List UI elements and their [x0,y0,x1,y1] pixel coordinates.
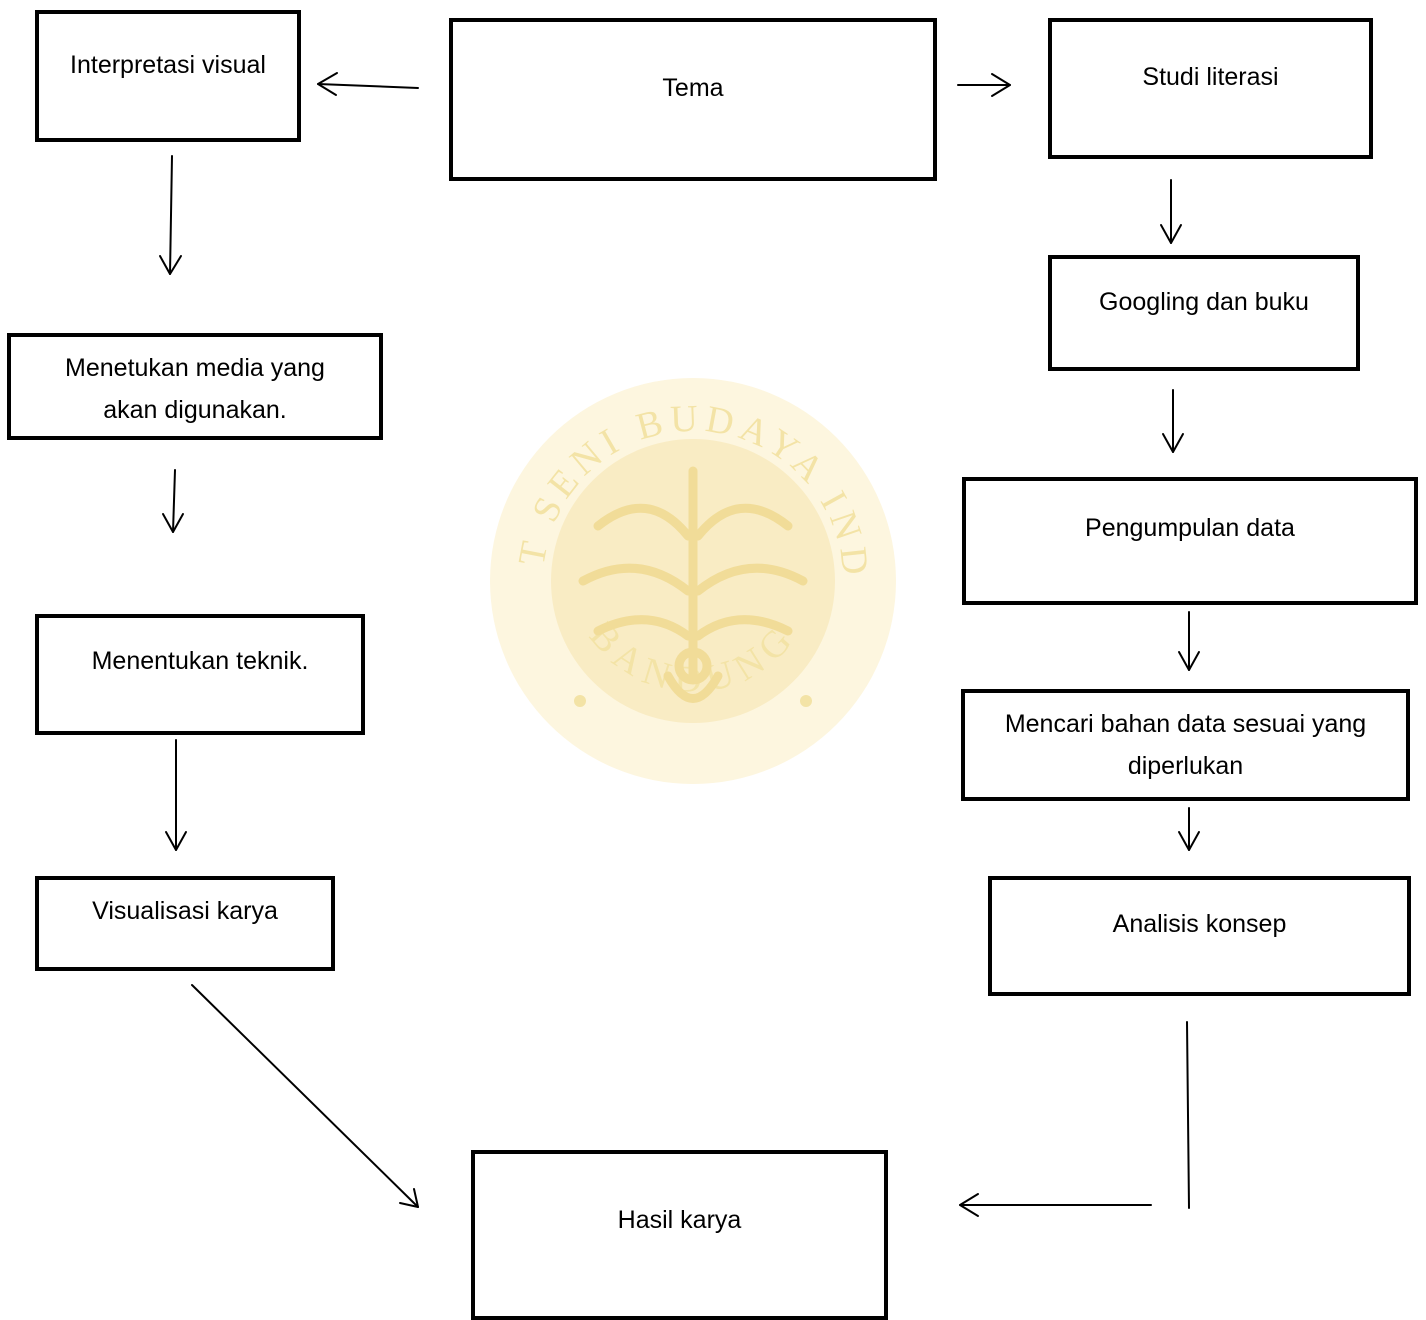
arrow-visualisasi-to-hasil [191,984,419,1208]
arrow-pengumpulan-to-mencari [1178,611,1200,671]
arrow-tema-to-interpretasi [317,72,419,96]
box-visualisasi-karya: Visualisasi karya [35,876,335,971]
box-visualisasi-karya-label: Visualisasi karya [92,897,278,925]
box-tema-label: Tema [662,74,724,102]
box-studi-literasi-label: Studi literasi [1142,63,1279,91]
box-pengumpulan-data: Pengumpulan data [962,477,1418,605]
box-menentukan-teknik-label: Menentukan teknik. [91,647,309,675]
box-menetukan-media: Menetukan media yang akan digunakan. [7,333,383,440]
arrow-mencari-to-analisis [1178,807,1200,851]
box-mencari-bahan-data: Mencari bahan data sesuai yang diperluka… [961,689,1410,801]
box-menentukan-teknik: Menentukan teknik. [35,614,365,735]
box-interpretasi-visual: Interpretasi visual [35,10,301,142]
box-analisis-konsep-label: Analisis konsep [1112,910,1287,938]
arrow-tema-to-studi [957,73,1011,97]
box-tema: Tema [449,18,937,181]
box-analisis-konsep: Analisis konsep [988,876,1411,996]
arrow-interpretasi-to-media [159,155,182,275]
box-hasil-karya-label: Hasil karya [617,1206,742,1234]
arrow-studi-to-googling [1160,179,1182,244]
box-pengumpulan-data-label: Pengumpulan data [1085,514,1295,542]
box-mencari-bahan-data-label: Mencari bahan data sesuai yang diperluka… [1004,710,1367,780]
box-googling-dan-buku: Googling dan buku [1048,255,1360,371]
arrow-teknik-to-visualisasi [165,739,187,851]
arrow-media-to-teknik [162,469,184,533]
institution-seal-watermark: INSTITUT SENI BUDAYA INDONESIA BANDUNG [488,376,896,784]
connector-analisis-to-hasil [959,1021,1190,1217]
box-studi-literasi: Studi literasi [1048,18,1373,159]
box-interpretasi-visual-label: Interpretasi visual [70,51,266,79]
box-menetukan-media-label: Menetukan media yang akan digunakan. [65,354,325,424]
box-googling-dan-buku-label: Googling dan buku [1099,288,1309,316]
box-hasil-karya: Hasil karya [471,1150,888,1320]
arrow-googling-to-pengumpulan [1162,389,1184,453]
